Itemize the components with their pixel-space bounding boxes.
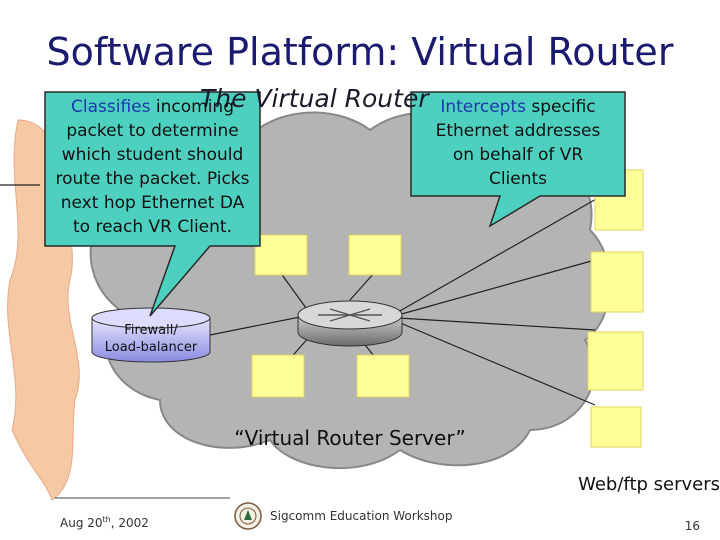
callout-right-first-line: specific xyxy=(526,97,596,117)
callout-left-line: to reach VR Client. xyxy=(73,217,232,237)
callout-left-keyword: Classifies xyxy=(71,97,151,117)
web-servers xyxy=(587,169,644,448)
callout-right-text: Intercepts specific Ethernet addresses o… xyxy=(411,95,625,191)
firewall-label-line2: Load-balancer xyxy=(104,340,198,355)
callout-right-line: Ethernet addresses xyxy=(435,121,601,141)
callout-right-line: Clients xyxy=(488,169,548,189)
callout-left-first-line: incoming xyxy=(150,97,234,117)
web-servers-label: Web/ftp servers xyxy=(578,474,720,495)
server-label: “Virtual Router Server” xyxy=(234,426,466,450)
vr-client-boxes xyxy=(251,234,410,398)
university-seal-icon xyxy=(234,502,262,530)
callout-right-line: on behalf of VR xyxy=(452,145,584,165)
slide-title: Software Platform: Virtual Router xyxy=(46,30,674,74)
callout-left-line: route the packet. Picks xyxy=(55,169,250,189)
callout-right-keyword: Intercepts xyxy=(440,97,526,117)
callout-left-line: packet to determine xyxy=(66,121,239,141)
firewall-label-line1: Firewall/ xyxy=(124,323,178,338)
callout-left-text: Classifies incoming packet to determine … xyxy=(45,95,260,239)
footer-date-year: , 2002 xyxy=(110,516,149,530)
callout-right-shape xyxy=(410,91,626,228)
footer-date-suffix: th xyxy=(102,515,111,524)
router-icon xyxy=(297,300,403,347)
callout-left-line: next hop Ethernet DA xyxy=(60,193,245,213)
footer-conference: Sigcomm Education Workshop xyxy=(270,509,453,523)
slide-subtitle: The Virtual Router xyxy=(200,84,429,113)
firewall-label: Firewall/ Load-balancer xyxy=(92,322,210,356)
callout-left-shape xyxy=(44,91,261,317)
page-number: 16 xyxy=(684,519,700,533)
footer-date: Aug 20th, 2002 xyxy=(60,515,149,530)
firewall-cylinder xyxy=(91,307,211,363)
callout-left-line: which student should xyxy=(61,145,244,165)
footer-date-prefix: Aug 20 xyxy=(60,516,103,530)
